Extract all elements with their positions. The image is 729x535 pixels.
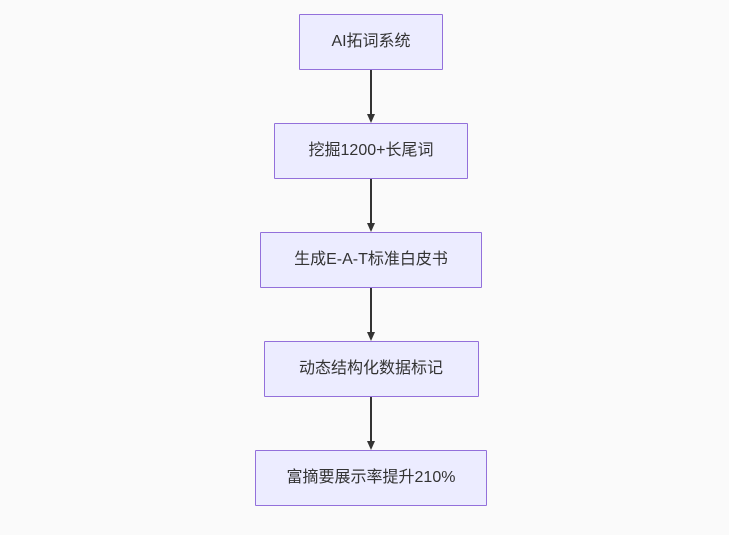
edge-node3-node4: [367, 288, 375, 341]
node-label: AI拓词系统: [331, 33, 411, 50]
edge-node1-node2: [367, 70, 375, 123]
edge-node4-node5: [367, 397, 375, 450]
arrowhead-down-icon: [367, 441, 375, 450]
edge-line: [370, 397, 372, 441]
node-label: 挖掘1200+长尾词: [308, 142, 434, 159]
arrowhead-down-icon: [367, 223, 375, 232]
edge-node2-node3: [367, 179, 375, 232]
node-label: 生成E-A-T标准白皮书: [294, 251, 448, 268]
flow-node-ai-keyword-system: AI拓词系统: [299, 14, 443, 70]
flow-node-rich-snippet-result: 富摘要展示率提升210%: [255, 450, 487, 506]
edge-line: [370, 179, 372, 223]
edge-line: [370, 288, 372, 332]
edge-line: [370, 70, 372, 114]
node-label: 富摘要展示率提升210%: [286, 469, 456, 486]
node-label: 动态结构化数据标记: [298, 360, 443, 377]
arrowhead-down-icon: [367, 332, 375, 341]
flow-node-longtail-mining: 挖掘1200+长尾词: [274, 123, 468, 179]
arrowhead-down-icon: [367, 114, 375, 123]
flow-node-structured-data-markup: 动态结构化数据标记: [263, 341, 479, 397]
flow-column: AI拓词系统 挖掘1200+长尾词 生成E-A-T标准白皮书 动态结构化数据标记: [255, 14, 487, 506]
flow-node-eat-whitepaper: 生成E-A-T标准白皮书: [260, 232, 482, 288]
